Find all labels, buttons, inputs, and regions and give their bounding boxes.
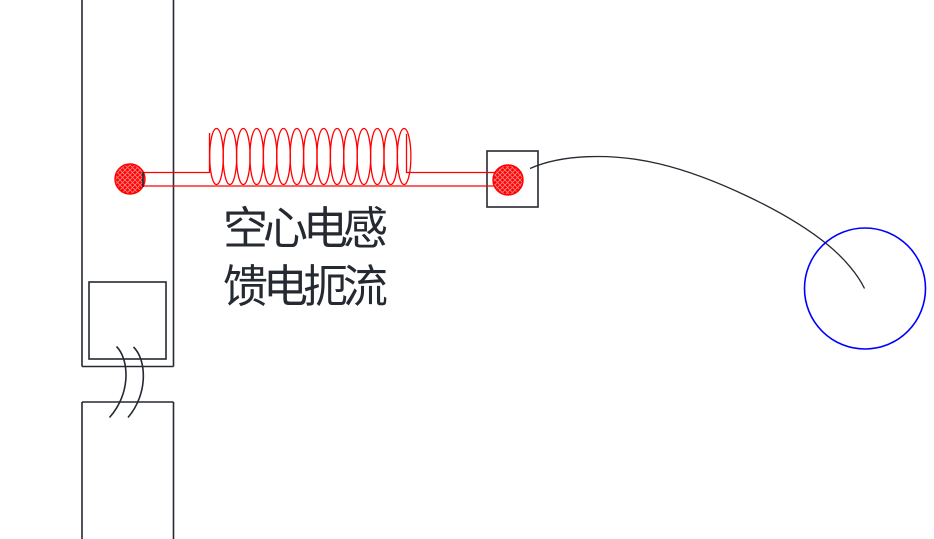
break-arc-right — [127, 346, 145, 419]
coil-turn — [276, 127, 291, 186]
coil-turn — [262, 127, 278, 186]
coil-turn — [289, 127, 305, 186]
coil-turn — [369, 127, 385, 186]
coil-turn — [329, 127, 345, 186]
label-air-core-inductor: 空心电感 — [223, 202, 388, 255]
junction-terminal-dot — [492, 164, 524, 196]
coil-turn — [209, 127, 224, 186]
break-arc-left — [108, 345, 127, 419]
coil-turn — [316, 127, 332, 186]
coil-turn — [235, 127, 251, 186]
coil-turn — [396, 127, 412, 186]
air-core-inductor — [142, 127, 495, 187]
device-circle — [803, 227, 927, 350]
label-feed-choke: 馈电扼流 — [223, 260, 388, 313]
inductor-right-lead — [405, 134, 495, 174]
pole-inset-box — [88, 281, 167, 360]
annotation-block: 空心电感 馈电扼流 — [223, 200, 388, 316]
drop-wire-curve — [529, 155, 866, 289]
coil-turn — [343, 127, 358, 186]
coil-turn — [383, 127, 399, 186]
left-terminal-dot — [114, 163, 146, 195]
coil-turn — [356, 127, 372, 186]
pole-break-symbol — [108, 345, 145, 419]
pole-lower-section — [81, 401, 175, 539]
inductor-coil — [209, 127, 412, 186]
coil-turn — [249, 127, 265, 186]
pole-upper-section — [81, 0, 175, 368]
coil-turn — [222, 127, 238, 186]
inductor-left-lead — [142, 133, 211, 174]
junction-box — [486, 150, 539, 208]
coil-turn — [302, 127, 318, 186]
